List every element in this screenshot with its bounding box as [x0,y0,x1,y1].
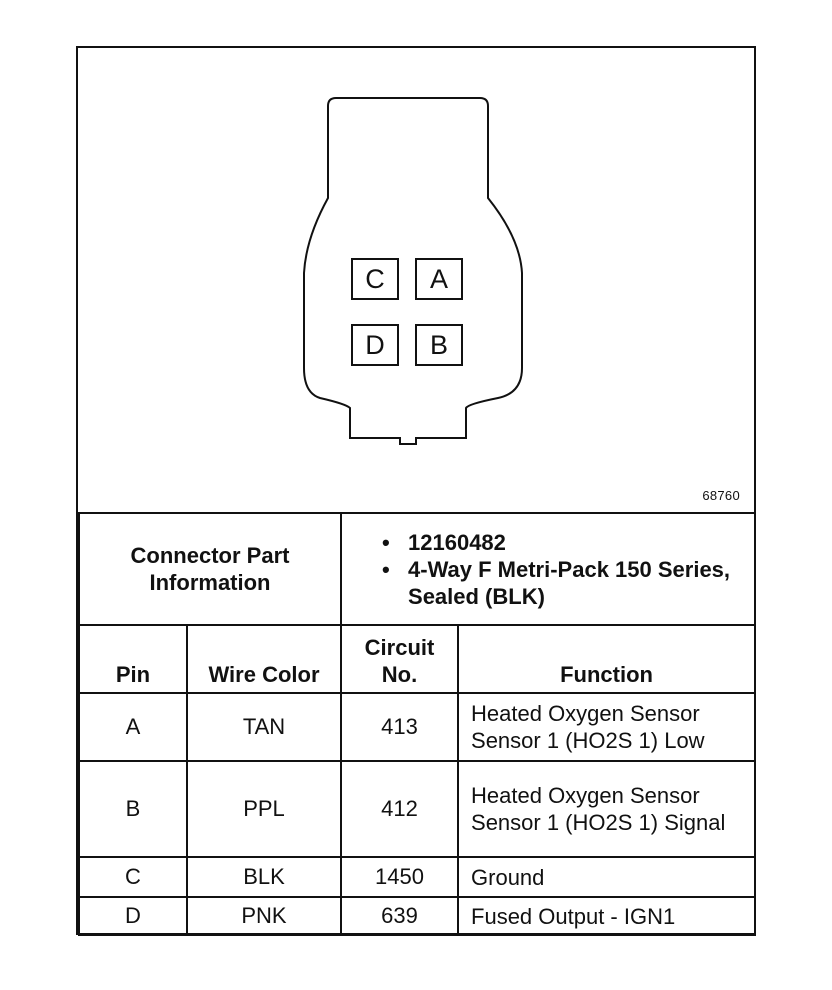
pin-b-cell: B [415,324,463,366]
table-row: D PNK 639 Fused Output - IGN1 [78,896,757,936]
pin-d-label: D [365,329,385,360]
row-b-circuit: 412 [340,760,460,858]
pin-c-cell: C [351,258,399,300]
header-wire-color: Wire Color [185,624,343,694]
pin-a-label: A [429,263,448,294]
pin-c-label: C [365,263,385,294]
pin-a-cell: A [415,258,463,300]
pin-b-label: B [429,329,448,360]
part-info-label: Connector Part Information [77,512,343,626]
part-info-row: Connector Part Information 12160482 4-Wa… [77,512,757,626]
row-a-circuit: 413 [340,692,460,762]
table-row: A TAN 413 Heated Oxygen Sensor Sensor 1 … [78,692,757,762]
header-circuit-line2: No. [381,662,418,687]
header-function: Function [457,624,757,694]
connector-card: C A D B 68760 Connector Part Information… [76,46,757,936]
connector-diagram: C A D B 68760 [78,48,754,510]
row-d-circuit: 639 [340,896,460,936]
row-d-pin: D [78,896,188,936]
row-b-wire-color: PPL [185,760,343,858]
table-row: B PPL 412 Heated Oxygen Sensor Sensor 1 … [78,760,757,858]
part-description-item: 4-Way F Metri-Pack 150 Series, Sealed (B… [382,556,754,610]
table-row: C BLK 1450 Ground [78,856,757,898]
header-circuit-line1: Circuit [364,635,435,660]
header-pin: Pin [78,624,188,694]
header-circuit-no: Circuit No. [340,624,460,694]
row-d-wire-color: PNK [185,896,343,936]
row-c-circuit: 1450 [340,856,460,898]
part-info-label-line1: Connector Part [130,543,290,568]
pinout-table: Connector Part Information 12160482 4-Wa… [77,512,757,936]
part-number-item: 12160482 [382,529,754,556]
figure-id: 68760 [702,488,740,503]
part-info-label-line2: Information [149,570,271,595]
row-b-pin: B [78,760,188,858]
table-header-row: Pin Wire Color Circuit No. Function [78,624,757,694]
row-a-wire-color: TAN [185,692,343,762]
connector-outline-drawing [303,97,523,445]
row-a-pin: A [78,692,188,762]
row-c-function: Ground [457,856,757,898]
row-c-wire-color: BLK [185,856,343,898]
connector-housing-outline [303,97,523,445]
row-a-function: Heated Oxygen Sensor Sensor 1 (HO2S 1) L… [457,692,757,762]
pin-d-cell: D [351,324,399,366]
row-b-function: Heated Oxygen Sensor Sensor 1 (HO2S 1) S… [457,760,757,858]
row-c-pin: C [78,856,188,898]
part-info-list: 12160482 4-Way F Metri-Pack 150 Series, … [340,512,757,626]
row-d-function: Fused Output - IGN1 [457,896,757,936]
